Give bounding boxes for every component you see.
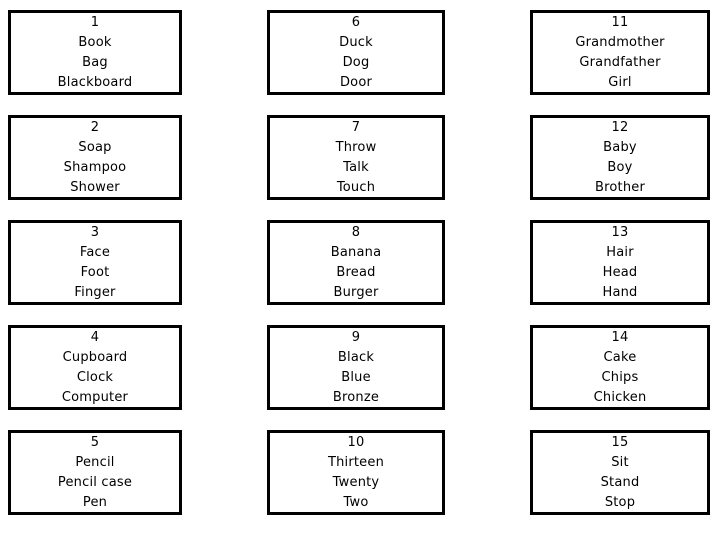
card-word: Stop — [604, 494, 636, 510]
card-word: Girl — [608, 74, 632, 90]
vocab-card[interactable]: 5 Pencil Pencil case Pen — [8, 430, 182, 515]
vocab-card[interactable]: 8 Banana Bread Burger — [267, 220, 445, 305]
vocab-card[interactable]: 10 Thirteen Twenty Two — [267, 430, 445, 515]
card-word: Pencil — [75, 454, 115, 470]
vocab-card[interactable]: 6 Duck Dog Door — [267, 10, 445, 95]
vocab-card[interactable]: 2 Soap Shampoo Shower — [8, 115, 182, 200]
vocab-card[interactable]: 4 Cupboard Clock Computer — [8, 325, 182, 410]
card-word: Cake — [603, 349, 637, 365]
card-word: Soap — [78, 139, 112, 155]
card-word: Chicken — [593, 389, 647, 405]
card-word: Bread — [336, 264, 376, 280]
card-number: 6 — [351, 14, 361, 30]
card-word: Brother — [594, 179, 645, 195]
vocab-card[interactable]: 12 Baby Boy Brother — [530, 115, 710, 200]
card-word: Dog — [342, 54, 370, 70]
card-word: Sit — [611, 454, 629, 470]
card-word: Boy — [607, 159, 633, 175]
card-word: Foot — [80, 264, 110, 280]
card-number: 11 — [611, 14, 629, 30]
card-number: 1 — [90, 14, 100, 30]
vocab-card[interactable]: 11 Grandmother Grandfather Girl — [530, 10, 710, 95]
card-number: 7 — [351, 119, 361, 135]
card-word: Cupboard — [62, 349, 128, 365]
vocab-card[interactable]: 3 Face Foot Finger — [8, 220, 182, 305]
vocab-card[interactable]: 9 Black Blue Bronze — [267, 325, 445, 410]
card-word: Black — [337, 349, 375, 365]
card-word: Two — [343, 494, 369, 510]
card-word: Grandfather — [579, 54, 661, 70]
card-word: Touch — [336, 179, 376, 195]
card-word: Duck — [339, 34, 373, 50]
card-word: Twenty — [332, 474, 380, 490]
card-word: Finger — [74, 284, 116, 300]
card-word: Bag — [82, 54, 108, 70]
card-number: 9 — [351, 329, 361, 345]
vocab-card[interactable]: 14 Cake Chips Chicken — [530, 325, 710, 410]
card-word: Pen — [82, 494, 108, 510]
card-number: 8 — [351, 224, 361, 240]
card-word: Computer — [61, 389, 129, 405]
card-word: Hair — [606, 244, 634, 260]
card-word: Grandmother — [575, 34, 665, 50]
card-word: Door — [339, 74, 373, 90]
card-word: Thirteen — [327, 454, 385, 470]
card-word: Head — [602, 264, 638, 280]
card-number: 15 — [611, 434, 629, 450]
card-word: Blue — [341, 369, 371, 385]
card-word: Stand — [600, 474, 640, 490]
card-word: Bronze — [332, 389, 380, 405]
card-word: Throw — [335, 139, 377, 155]
card-word: Blackboard — [57, 74, 133, 90]
card-number: 12 — [611, 119, 629, 135]
card-word: Clock — [76, 369, 114, 385]
card-number: 3 — [90, 224, 100, 240]
card-word: Chips — [601, 369, 639, 385]
card-word: Shower — [70, 179, 120, 195]
card-word: Book — [78, 34, 112, 50]
card-word: Shampoo — [63, 159, 127, 175]
vocab-card[interactable]: 15 Sit Stand Stop — [530, 430, 710, 515]
card-grid: 1 Book Bag Blackboard 2 Soap Shampoo Sho… — [8, 10, 710, 515]
card-number: 5 — [90, 434, 100, 450]
card-number: 10 — [347, 434, 365, 450]
card-number: 13 — [611, 224, 629, 240]
card-number: 4 — [90, 329, 100, 345]
vocab-card[interactable]: 7 Throw Talk Touch — [267, 115, 445, 200]
card-word: Pencil case — [57, 474, 133, 490]
card-word: Baby — [603, 139, 637, 155]
card-word: Burger — [333, 284, 379, 300]
vocab-card[interactable]: 13 Hair Head Hand — [530, 220, 710, 305]
card-word: Hand — [602, 284, 638, 300]
card-word: Face — [79, 244, 111, 260]
card-word: Banana — [330, 244, 382, 260]
card-number: 2 — [90, 119, 100, 135]
vocab-card[interactable]: 1 Book Bag Blackboard — [8, 10, 182, 95]
card-word: Talk — [343, 159, 369, 175]
card-number: 14 — [611, 329, 629, 345]
